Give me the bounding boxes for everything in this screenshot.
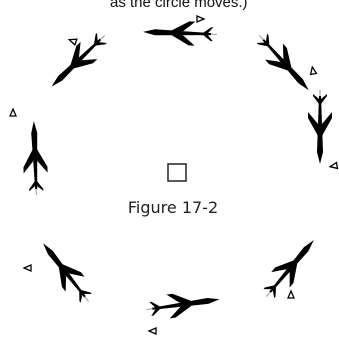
aircraft-top (143, 20, 218, 47)
triangle-marker-top (197, 16, 204, 22)
triangle-marker-upper-left (68, 37, 77, 45)
triangle-marker-lower-right (288, 291, 294, 298)
aircraft-bottom (145, 287, 222, 321)
aircraft-right (308, 90, 332, 164)
aircraft-lower-left (34, 236, 98, 309)
figure-caption: Figure 17-2 (113, 198, 233, 217)
triangle-marker-right (330, 163, 338, 170)
aircraft-upper-left (43, 27, 113, 96)
aircraft-left (22, 121, 49, 196)
triangle-marker-bottom (149, 328, 156, 334)
aircraft-upper-right (250, 27, 317, 98)
triangle-marker-lower-left (24, 265, 31, 271)
triangle-marker-left (10, 109, 16, 116)
triangle-marker-upper-right (309, 67, 316, 75)
center-square-marker (168, 164, 186, 181)
